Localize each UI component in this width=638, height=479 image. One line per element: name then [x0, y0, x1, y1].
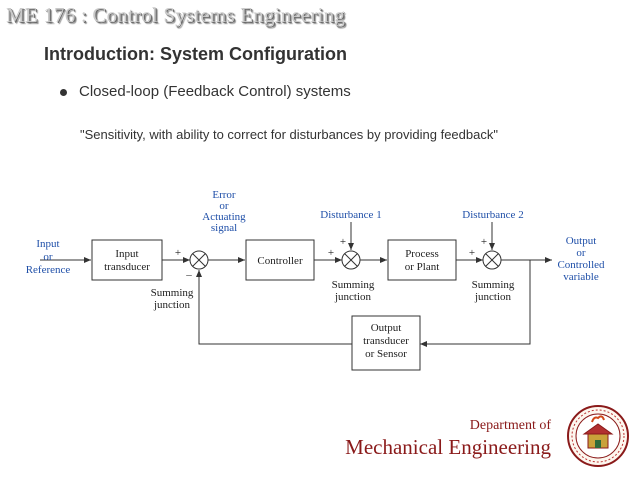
plus-sign: + — [481, 236, 487, 248]
slide-heading: Introduction: System Configuration — [44, 44, 347, 64]
controller-block — [245, 239, 315, 281]
output-transducer-block — [351, 315, 421, 371]
controller-label: Controller — [257, 255, 303, 267]
feedback-to-sum1-line — [196, 270, 352, 345]
department-name: Mechanical Engineering — [345, 435, 551, 459]
disturbance2-label: Disturbance 2 — [462, 209, 523, 221]
university-seal-icon — [567, 405, 629, 467]
quote-text: "Sensitivity, with ability to correct fo… — [80, 127, 498, 142]
plus-sign: + — [328, 247, 334, 259]
bullet-text: Closed-loop (Feedback Control) systems — [79, 83, 351, 100]
plus-sign: + — [175, 247, 181, 259]
process-block — [387, 239, 457, 281]
course-title: ME 176 : Control Systems Engineering — [6, 3, 346, 27]
plus-sign: + — [340, 236, 346, 248]
disturbance1-label: Disturbance 1 — [320, 209, 381, 221]
bullet-icon — [60, 89, 67, 96]
minus-sign: – — [185, 269, 192, 281]
plus-sign: + — [469, 247, 475, 259]
input-transducer-block — [91, 239, 163, 281]
department-of-label: Department of — [469, 418, 551, 433]
feedback-to-sensor-line — [420, 260, 531, 347]
